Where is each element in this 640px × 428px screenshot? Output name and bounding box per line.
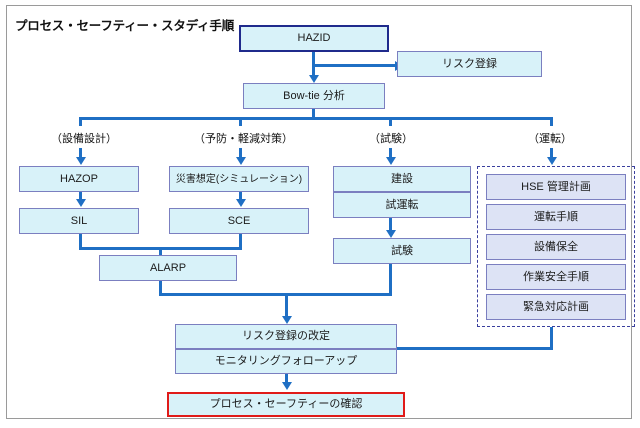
branch-label-design: （設備設計） bbox=[51, 133, 117, 145]
node-disaster-sim[interactable]: 災害想定(シミュレーション) bbox=[169, 166, 309, 192]
connector-branch-bus bbox=[79, 117, 553, 120]
arrowhead-to-sce bbox=[235, 199, 246, 207]
arrowhead-to-disaster-sim bbox=[235, 157, 246, 165]
connector-bus-drop-test bbox=[389, 117, 392, 126]
connector-sce-down bbox=[239, 234, 242, 250]
arrowhead-to-sil bbox=[75, 199, 86, 207]
connector-bus-drop-design bbox=[79, 117, 82, 126]
connector-bus-drop-operation bbox=[550, 117, 553, 126]
node-equipment-maintenance[interactable]: 設備保全 bbox=[486, 234, 626, 260]
node-risk-register-revision[interactable]: リスク登録の改定 bbox=[175, 324, 397, 349]
node-process-safety-confirmation[interactable]: プロセス・セーフティーの確認 bbox=[167, 392, 405, 417]
node-emergency-response-plan[interactable]: 緊急対応計画 bbox=[486, 294, 626, 320]
arrowhead-to-testing bbox=[385, 230, 396, 238]
arrowhead-to-bowtie bbox=[308, 75, 319, 83]
connector-testing-down bbox=[389, 264, 392, 296]
connector-hazid-to-bowtie bbox=[312, 64, 315, 77]
branch-label-test: （試験） bbox=[369, 133, 413, 145]
node-hazid[interactable]: HAZID bbox=[239, 25, 389, 52]
node-operating-procedure[interactable]: 運転手順 bbox=[486, 204, 626, 230]
connector-operation-group-feedback bbox=[397, 347, 553, 350]
connector-commissioning-to-testing bbox=[389, 218, 392, 232]
node-construction[interactable]: 建設 bbox=[333, 166, 471, 192]
connector-merge-to-risk-revision bbox=[285, 293, 288, 319]
connector-sil-down bbox=[79, 234, 82, 250]
arrowhead-to-construction bbox=[385, 157, 396, 165]
connector-bottom-merge-bus bbox=[159, 293, 392, 296]
diagram-title: プロセス・セーフティー・スタディ手順 bbox=[15, 19, 235, 33]
connector-monitoring-to-confirmation bbox=[285, 374, 288, 385]
connector-alarp-down bbox=[159, 281, 162, 296]
node-alarp[interactable]: ALARP bbox=[99, 255, 237, 281]
node-bowtie[interactable]: Bow-tie 分析 bbox=[243, 83, 385, 109]
node-hse-management-plan[interactable]: HSE 管理計画 bbox=[486, 174, 626, 200]
node-work-safety-procedure[interactable]: 作業安全手順 bbox=[486, 264, 626, 290]
node-sil[interactable]: SIL bbox=[19, 208, 139, 234]
connector-bowtie-down bbox=[312, 109, 315, 119]
connector-bus-drop-prevention bbox=[239, 117, 242, 126]
connector-design-down bbox=[79, 148, 82, 159]
node-hazop[interactable]: HAZOP bbox=[19, 166, 139, 192]
arrowhead-to-operation-group bbox=[546, 157, 557, 165]
connector-hazop-to-sil bbox=[79, 192, 82, 201]
connector-prevention-down bbox=[239, 148, 242, 159]
diagram-frame: プロセス・セーフティー・スタディ手順 HAZID リスク登録 Bow-tie 分… bbox=[6, 5, 635, 419]
branch-label-prevention: （予防・軽減対策） bbox=[194, 133, 293, 145]
node-testing[interactable]: 試験 bbox=[333, 238, 471, 264]
connector-operation-group-down bbox=[550, 327, 553, 350]
branch-label-operation: （運転） bbox=[528, 133, 572, 145]
node-monitoring-followup[interactable]: モニタリングフォローアップ bbox=[175, 349, 397, 374]
node-risk-register[interactable]: リスク登録 bbox=[397, 51, 542, 77]
node-commissioning[interactable]: 試運転 bbox=[333, 192, 471, 218]
arrowhead-to-confirmation bbox=[281, 382, 292, 390]
connector-operation-down bbox=[550, 148, 553, 159]
connector-test-down bbox=[389, 148, 392, 159]
arrowhead-to-hazop bbox=[75, 157, 86, 165]
connector-hazid-to-risk-register bbox=[312, 64, 397, 67]
connector-disaster-sim-to-sce bbox=[239, 192, 242, 201]
connector-hazid-down-stub bbox=[312, 52, 315, 66]
operation-group-container: HSE 管理計画 運転手順 設備保全 作業安全手順 緊急対応計画 bbox=[477, 166, 635, 327]
node-sce[interactable]: SCE bbox=[169, 208, 309, 234]
arrowhead-to-risk-revision bbox=[281, 316, 292, 324]
connector-merge-to-alarp bbox=[159, 247, 162, 256]
